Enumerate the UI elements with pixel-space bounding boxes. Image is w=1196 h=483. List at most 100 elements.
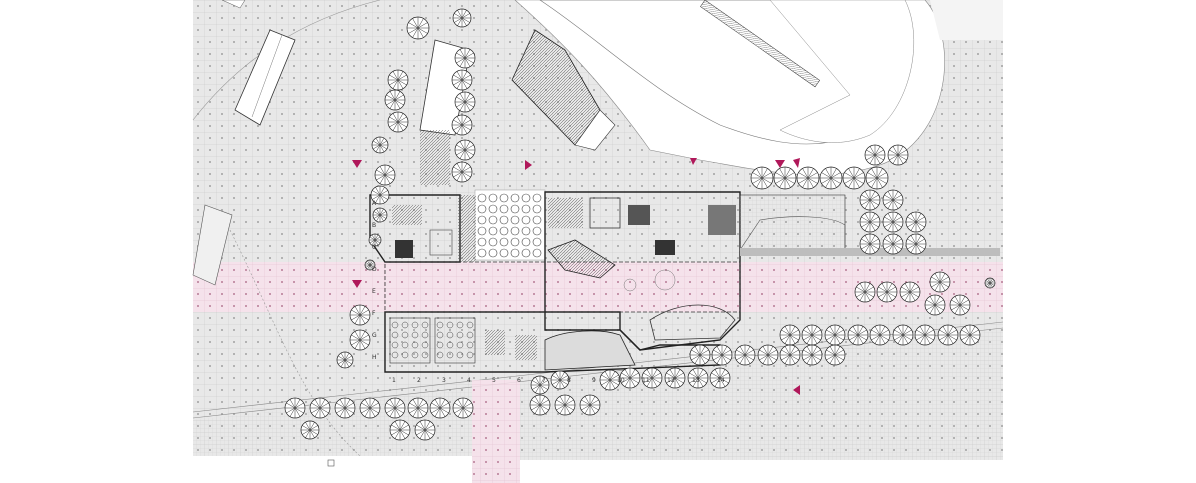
row-letter: D: [372, 266, 377, 273]
column-number: 9: [592, 377, 596, 384]
table-icon: [521, 215, 531, 225]
table-icon: [499, 193, 509, 203]
table-icon: [421, 341, 429, 349]
table-icon: [510, 204, 520, 214]
tree-branch: [826, 329, 844, 341]
tree-branch: [691, 349, 709, 361]
tree-branch: [867, 172, 887, 184]
table-icon: [510, 215, 520, 225]
table-icon: [391, 341, 399, 349]
table-icon: [499, 226, 509, 236]
tree-branch: [894, 329, 912, 341]
tree-branch: [866, 149, 884, 161]
table-icon: [532, 193, 542, 203]
table-icon: [401, 321, 409, 329]
table-icon: [401, 351, 409, 359]
section-marker-icon: [793, 385, 800, 395]
tree-branch: [431, 402, 449, 414]
tree-branch: [351, 309, 369, 321]
table-icon: [488, 226, 498, 236]
tree-branch: [821, 172, 841, 184]
column-number: 4: [467, 377, 471, 384]
table-icon: [499, 248, 509, 258]
table-icon: [456, 341, 464, 349]
table-icon: [446, 351, 454, 359]
tree-branch: [689, 372, 707, 384]
tree-branch: [871, 329, 889, 341]
tree-branch: [907, 216, 925, 228]
table-icon: [411, 351, 419, 359]
tree-branch: [581, 399, 599, 411]
tree-branch: [878, 286, 896, 298]
tree-branch: [532, 380, 548, 390]
tree-branch: [844, 172, 864, 184]
table-icon: [477, 226, 487, 236]
column-number: 14: [717, 377, 725, 384]
tree-branch: [389, 74, 407, 86]
table-icon: [466, 331, 474, 339]
tree-branch: [775, 172, 795, 184]
table-icon: [411, 331, 419, 339]
table-icon: [532, 215, 542, 225]
column-number: 2: [417, 377, 421, 384]
tree-branch: [926, 299, 944, 311]
column-number: 13: [692, 377, 700, 384]
tree-branch: [781, 329, 799, 341]
tree-branch: [373, 211, 387, 219]
table-icon: [532, 204, 542, 214]
tree-branch: [601, 374, 619, 386]
tree-branch: [759, 349, 777, 361]
tree-branch: [365, 262, 375, 268]
section-marker-icon: [352, 280, 362, 288]
tree-branch: [803, 329, 821, 341]
row-letter: A: [372, 200, 377, 207]
table-icon: [521, 204, 531, 214]
tree-branch: [454, 13, 470, 23]
tree-branch: [311, 402, 329, 414]
row-letter: H: [372, 354, 377, 361]
tree-branch: [931, 276, 949, 288]
row-letter: C: [372, 244, 376, 251]
tree-branch: [369, 236, 381, 244]
tree-branch: [556, 399, 574, 411]
table-icon: [436, 341, 444, 349]
tree-branch: [666, 372, 684, 384]
table-icon: [477, 248, 487, 258]
section-marker-icon: [690, 158, 697, 165]
table-icon: [411, 321, 419, 329]
table-icon: [510, 248, 520, 258]
table-icon: [477, 204, 487, 214]
table-icon: [446, 341, 454, 349]
table-icon: [488, 193, 498, 203]
tree-branch: [453, 166, 471, 178]
tree-branch: [389, 116, 407, 128]
tree-branch: [453, 119, 471, 131]
courtyard-seating: [391, 193, 542, 359]
tree-branch: [781, 349, 799, 361]
tree-branch: [416, 424, 434, 436]
tree-branch: [752, 172, 772, 184]
table-icon: [446, 321, 454, 329]
column-number: 7: [542, 377, 546, 384]
table-icon: [391, 321, 399, 329]
column-number: 6: [517, 377, 521, 384]
tree-branch: [826, 349, 844, 361]
table-icon: [436, 351, 444, 359]
row-letter: G: [372, 332, 377, 339]
section-marker-icon: [352, 160, 362, 168]
table-icon: [456, 351, 464, 359]
table-icon: [436, 331, 444, 339]
table-icon: [532, 248, 542, 258]
table-icon: [532, 237, 542, 247]
table-icon: [466, 341, 474, 349]
table-icon: [477, 193, 487, 203]
tree-branch: [456, 52, 474, 64]
tree-branch: [391, 424, 409, 436]
table-icon: [456, 331, 464, 339]
tree-branch: [711, 372, 729, 384]
tree-branch: [856, 286, 874, 298]
column-number: 5: [492, 377, 496, 384]
table-icon: [466, 321, 474, 329]
tree-branch: [408, 22, 428, 34]
table-icon: [521, 248, 531, 258]
